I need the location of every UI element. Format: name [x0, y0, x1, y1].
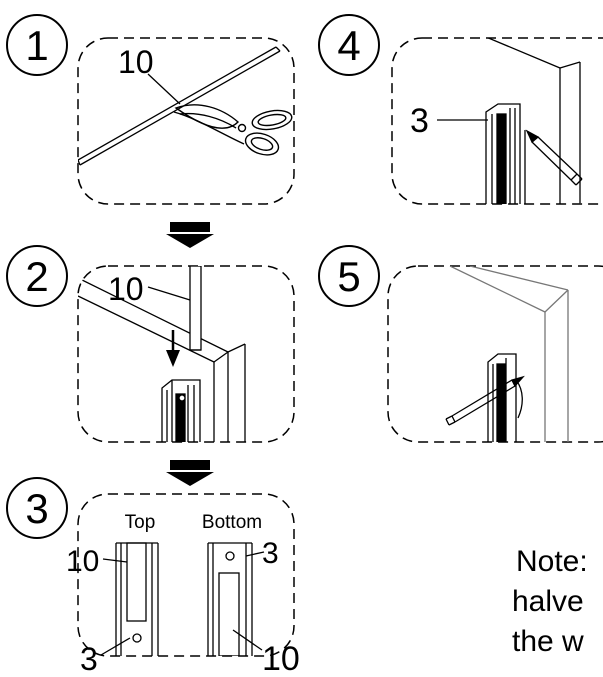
pencil-icon	[525, 129, 583, 186]
step-2-leader-line	[147, 286, 191, 301]
bottom-profile-view	[207, 542, 253, 656]
channel-profile-part-3	[161, 379, 201, 442]
step-4-number: 4	[337, 22, 360, 69]
step-4-circle	[318, 14, 380, 76]
step-5-circle	[318, 245, 380, 307]
door-frame	[454, 38, 581, 204]
channel-profile-part-3	[487, 353, 523, 442]
step-3-leader-bottom-10	[232, 629, 263, 651]
channel-profile-part-3	[485, 103, 526, 204]
step-2-panel: 2 10	[6, 245, 295, 443]
step-5-frame	[387, 265, 603, 443]
step-1-frame	[77, 37, 295, 205]
step-2-circle	[6, 245, 68, 307]
step-3-leader-top-10	[102, 558, 128, 563]
step-3-leader-top-3	[100, 637, 131, 656]
pencil-icon	[445, 375, 525, 426]
step-1-label-10: 10	[118, 44, 154, 80]
top-profile-view	[115, 542, 159, 656]
step-3-panel: 3 Top Bottom 10	[6, 477, 300, 677]
note-line-3: the w	[512, 625, 584, 658]
step-5-panel: 5	[318, 245, 603, 443]
step-5-number: 5	[337, 253, 360, 300]
note-line-2: halve	[512, 585, 584, 618]
note-line-1: Note:	[516, 545, 588, 578]
door-frame	[78, 277, 246, 442]
step-2-frame	[77, 265, 295, 443]
step-1-circle	[6, 14, 68, 76]
door-frame	[449, 266, 569, 442]
step-2-label-10: 10	[108, 271, 144, 307]
step-1-number: 1	[25, 22, 48, 69]
step-3-label-top-3: 3	[80, 641, 98, 677]
step-1-leader-line	[147, 73, 181, 105]
strip-part-10	[78, 46, 281, 166]
step-4-label-3: 3	[410, 102, 429, 140]
step-3-circle	[6, 477, 68, 539]
strip-part-10	[189, 266, 202, 351]
step-3-number: 3	[25, 485, 48, 532]
step-3-label-bottom-3: 3	[262, 537, 279, 570]
step-3-label-top-10: 10	[66, 545, 99, 578]
step-4-frame	[391, 37, 603, 205]
step-1-panel: 1 10	[6, 14, 295, 205]
arrow-down-small-icon	[166, 330, 180, 367]
step-3-label-bottom-10: 10	[262, 640, 300, 677]
step-3-bottom-label: Bottom	[202, 512, 262, 533]
step-4-panel: 4 3	[318, 14, 603, 205]
arrow-down-icon	[166, 460, 214, 486]
step-3-leader-bottom-3	[245, 551, 265, 557]
step-3-top-label: Top	[125, 512, 156, 533]
step-2-number: 2	[25, 253, 48, 300]
scissors-icon	[173, 104, 293, 156]
arrow-down-icon	[166, 222, 214, 248]
